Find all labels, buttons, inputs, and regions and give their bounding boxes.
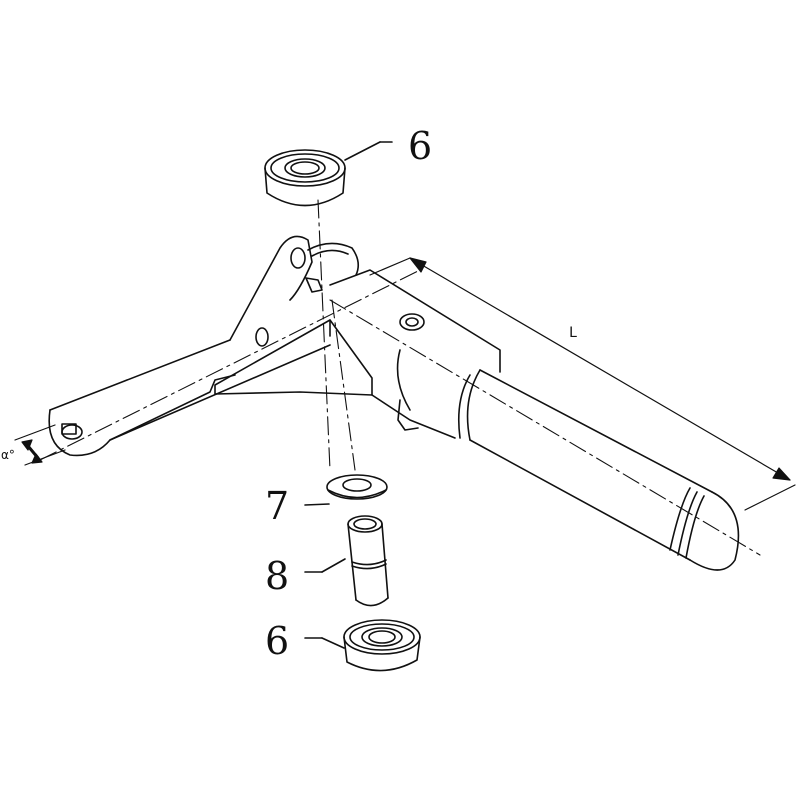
bearing-top	[264, 141, 393, 207]
length-dimension	[369, 257, 796, 511]
bearing-bottom	[304, 619, 421, 672]
callout-6-bottom: 6	[265, 619, 290, 663]
callout-7: 7	[265, 484, 290, 528]
callout-8: 8	[265, 554, 290, 598]
washer	[304, 474, 388, 506]
length-label: L	[569, 325, 578, 341]
bushing	[304, 515, 389, 607]
callout-6-top: 6	[408, 124, 433, 168]
angle-label: α°	[1, 448, 15, 462]
arm-body	[48, 235, 501, 457]
center-lines	[39, 199, 761, 556]
angle-dimension	[14, 424, 66, 466]
tube	[457, 369, 740, 571]
